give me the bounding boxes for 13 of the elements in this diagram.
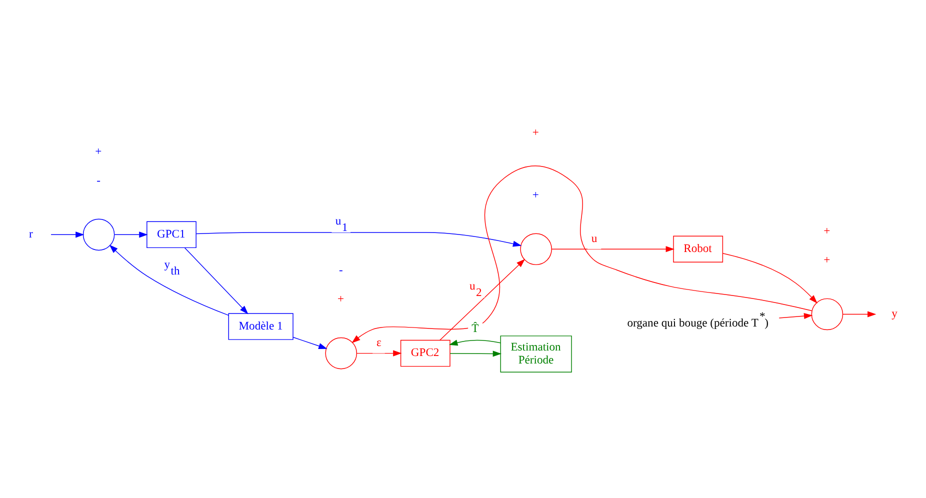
node-text: r <box>28 226 33 240</box>
label: + <box>824 224 830 238</box>
edge-label: ε <box>376 335 382 348</box>
label: + <box>95 144 102 158</box>
node-text: y <box>892 306 898 320</box>
label: - <box>338 263 343 276</box>
edge-label: T̂ <box>472 322 479 335</box>
label: + <box>824 252 830 266</box>
label: + <box>532 126 539 139</box>
edge-label: u <box>591 231 598 244</box>
label: + <box>532 188 539 201</box>
label: + <box>338 292 344 306</box>
label: - <box>96 173 100 186</box>
